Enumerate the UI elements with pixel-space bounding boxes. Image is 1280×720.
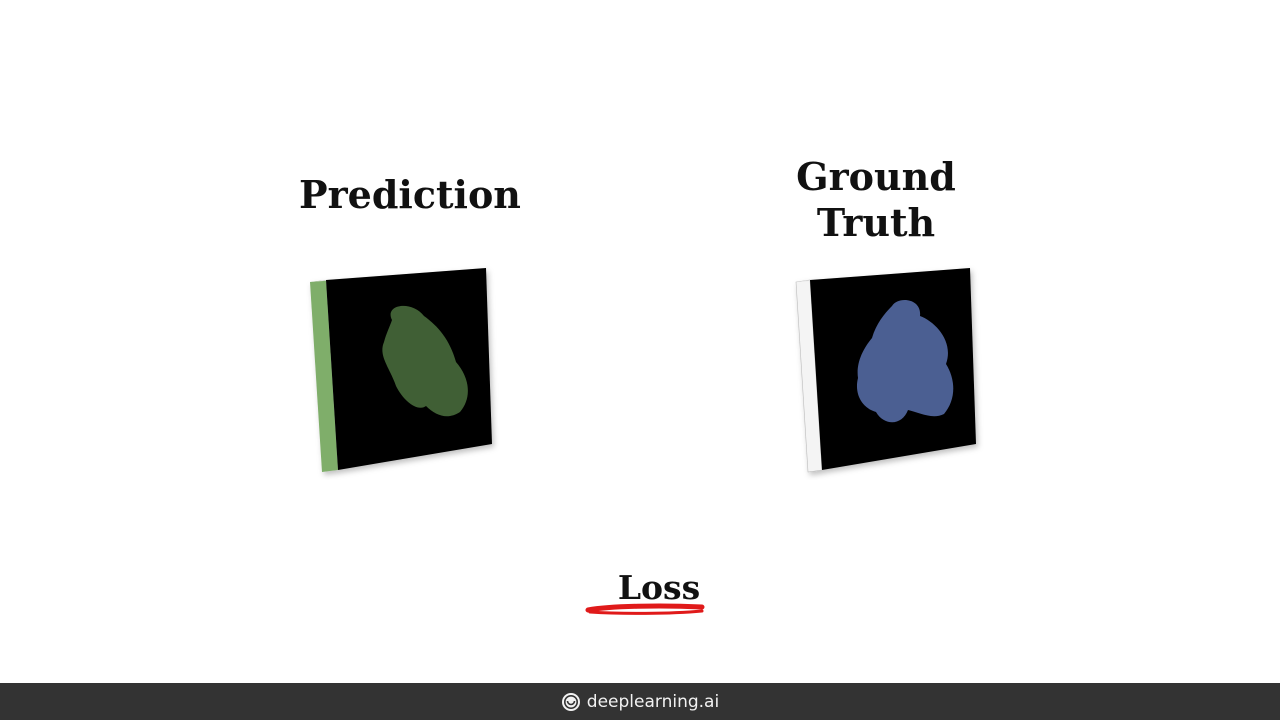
ground-truth-title: Ground Truth — [796, 154, 956, 245]
prediction-panel — [310, 268, 492, 472]
ground-truth-mask-blob — [856, 300, 954, 423]
loss-underline-annotation — [585, 603, 705, 615]
loss-label: Loss — [617, 568, 701, 607]
prediction-panel-edge — [310, 280, 338, 472]
footer-brand: deeplearning.ai — [561, 692, 719, 712]
slide: Prediction Ground Truth — [299, 154, 976, 615]
prediction-mask-blob — [382, 305, 468, 417]
deeplearning-logo-icon — [561, 692, 580, 711]
ground-truth-panel — [795, 268, 976, 473]
footer-bar: deeplearning.ai — [0, 683, 1280, 720]
footer-brand-text[interactable]: deeplearning.ai — [586, 691, 720, 712]
prediction-title: Prediction — [299, 172, 521, 217]
